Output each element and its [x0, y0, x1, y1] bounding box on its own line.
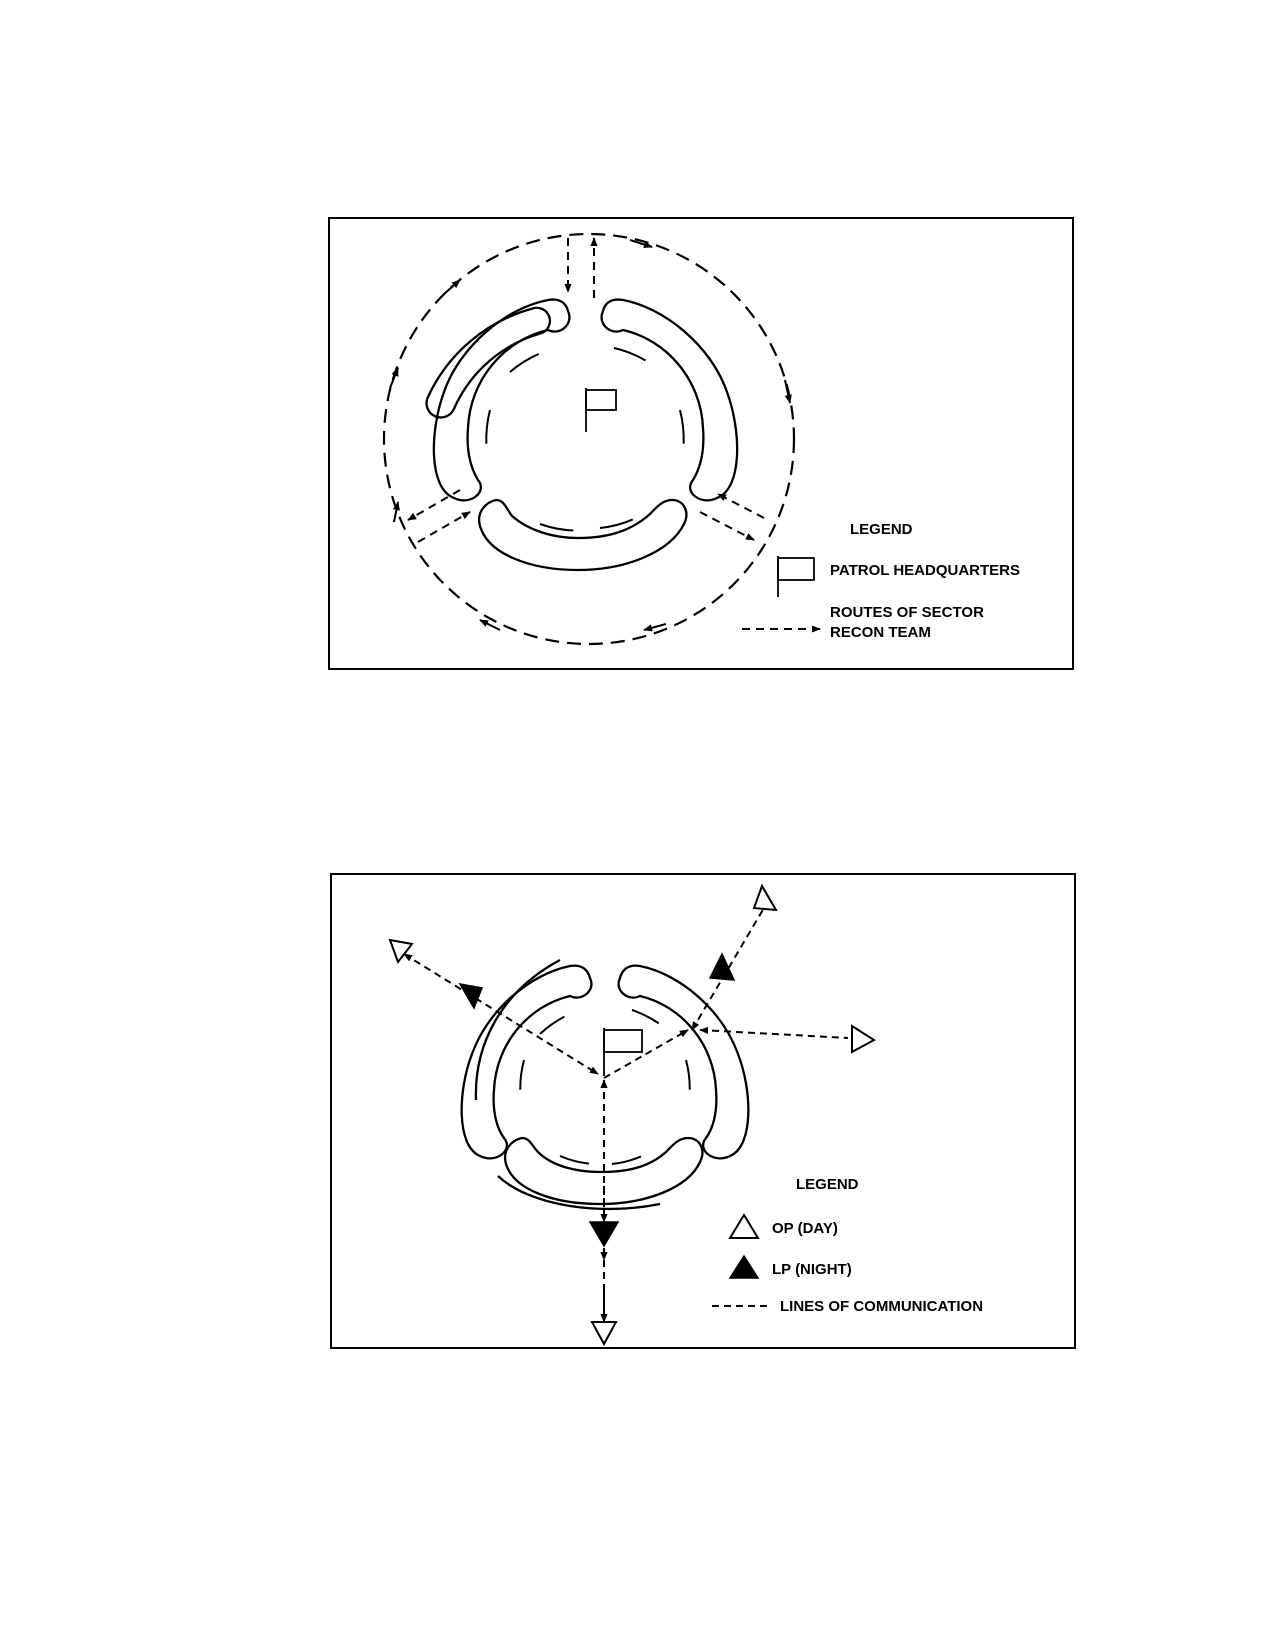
- legend-label-op: OP (DAY): [772, 1220, 838, 1237]
- legend-label-routes-2: RECON TEAM: [830, 624, 931, 641]
- figure-2-op-lp: LEGEND OP (DAY) LP (NIGHT) LINES OF COMM…: [330, 873, 1076, 1349]
- op-day-icons: [388, 883, 876, 1347]
- legend-label-lp: LP (NIGHT): [772, 1261, 852, 1278]
- op-northeast-icon: [752, 883, 778, 912]
- crescent-right: [600, 298, 739, 502]
- perimeter-arc-bottom: [497, 1175, 661, 1211]
- crescent-right-2: [617, 964, 750, 1160]
- legend-label-hq: PATROL HEADQUARTERS: [830, 562, 1020, 579]
- lp-northwest-icon: [458, 982, 484, 1010]
- lp-northeast-icon: [708, 952, 736, 981]
- crescent-left: [432, 298, 571, 502]
- patrol-headquarters-flag-icon: [585, 388, 617, 432]
- legend-label-routes-1: ROUTES OF SECTOR: [830, 604, 984, 621]
- crescent-shapes-fig1: [432, 298, 739, 572]
- flag-icon: [777, 556, 815, 597]
- recon-route-perimeter: [382, 232, 796, 646]
- communication-lines: [403, 907, 849, 1323]
- figure-2-legend: LEGEND OP (DAY) LP (NIGHT) LINES OF COMM…: [712, 1176, 983, 1315]
- legend-label-loc: LINES OF COMMUNICATION: [780, 1298, 983, 1315]
- position-north-west: [425, 306, 552, 419]
- radial-routes-fig1: [407, 237, 765, 543]
- crescent-bottom: [477, 498, 688, 572]
- figure-2-frame: [330, 873, 1076, 1349]
- defensive-positions-fig1: [425, 306, 552, 419]
- legend-title: LEGEND: [850, 521, 913, 538]
- lp-south-icon: [588, 1221, 620, 1248]
- op-south-icon: [590, 1321, 618, 1347]
- figure-1-recon-routes: LEGEND PATROL HEADQUARTERS ROUTES OF SEC…: [328, 217, 1074, 670]
- legend-title-2: LEGEND: [796, 1176, 859, 1193]
- filled-triangle-icon: [728, 1254, 760, 1279]
- figure-1-frame: [328, 217, 1074, 670]
- lp-night-icons: [458, 952, 736, 1248]
- open-triangle-icon: [728, 1213, 760, 1239]
- op-northwest-icon: [388, 938, 414, 965]
- crescent-left-2: [460, 964, 593, 1160]
- inner-arcs-fig1: [485, 347, 685, 532]
- crescent-bottom-2: [503, 1136, 704, 1206]
- op-east-icon: [851, 1024, 876, 1054]
- headquarters-flag-icon: [603, 1028, 643, 1076]
- figure-1-legend: LEGEND PATROL HEADQUARTERS ROUTES OF SEC…: [742, 521, 1020, 641]
- perimeter-direction-arrows: [389, 239, 792, 632]
